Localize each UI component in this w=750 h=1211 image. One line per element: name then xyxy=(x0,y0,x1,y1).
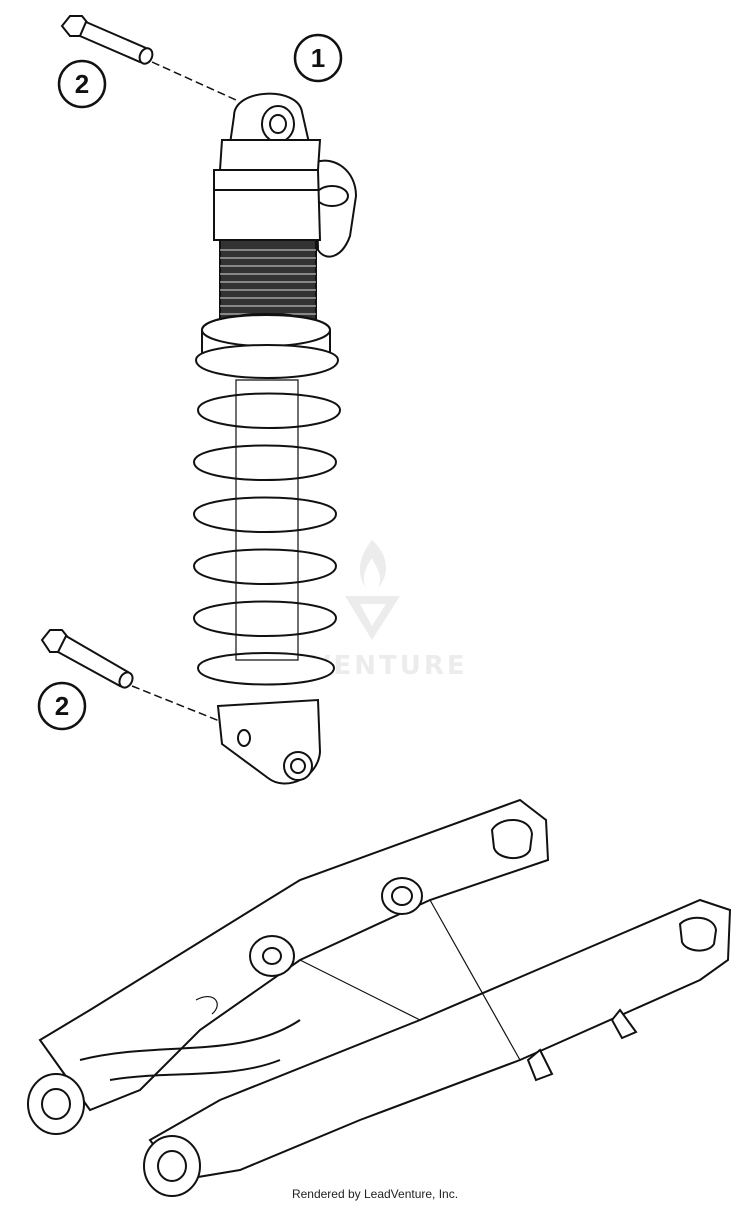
swingarm xyxy=(27,798,732,1197)
callout-1: 1 xyxy=(293,33,343,83)
threaded-body xyxy=(219,239,317,323)
callout-2-lower-label: 2 xyxy=(55,691,69,721)
footer-credit: Rendered by LeadVenture, Inc. xyxy=(291,1187,459,1201)
upper-bolt-leader xyxy=(151,61,237,101)
lower-bolt-leader xyxy=(131,685,223,723)
callout-2-upper: 2 xyxy=(57,59,107,109)
lower-bolt xyxy=(40,629,134,689)
callout-1-label: 1 xyxy=(311,43,325,73)
callout-2-lower: 2 xyxy=(37,681,87,731)
watermark-logo xyxy=(345,540,400,640)
shock-absorber xyxy=(192,92,358,785)
coil-spring xyxy=(192,344,342,686)
upper-bolt xyxy=(60,15,154,65)
callout-2-upper-label: 2 xyxy=(75,69,89,99)
reservoir xyxy=(314,159,358,258)
